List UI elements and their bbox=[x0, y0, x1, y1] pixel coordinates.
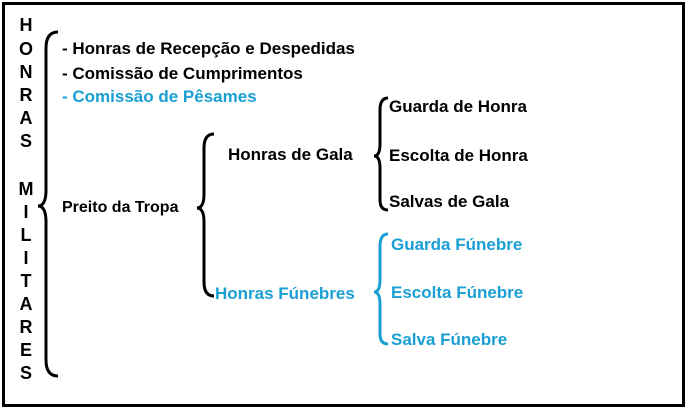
title-letter: A bbox=[19, 294, 33, 314]
title-letter: E bbox=[19, 340, 32, 360]
item-comissao-cumprimentos: - Comissão de Cumprimentos bbox=[62, 64, 303, 83]
item-honras-recepcao: - Honras de Recepção e Despedidas bbox=[62, 39, 355, 58]
preito-da-tropa-label: Preito da Tropa bbox=[62, 199, 179, 216]
title-letter: T bbox=[20, 271, 32, 291]
title-letter: S bbox=[19, 363, 32, 383]
guarda-de-honra-label: Guarda de Honra bbox=[389, 97, 527, 116]
main-brace bbox=[37, 30, 59, 378]
title-letter: A bbox=[19, 108, 33, 128]
title-letter: R bbox=[19, 317, 33, 337]
funebres-brace bbox=[373, 232, 389, 346]
title-letter: H bbox=[19, 15, 33, 35]
guarda-funebre-label: Guarda Fúnebre bbox=[391, 235, 523, 254]
honras-funebres-label: Honras Fúnebres bbox=[215, 284, 355, 303]
title-letter: L bbox=[20, 225, 32, 245]
title-letter: O bbox=[18, 39, 33, 59]
gala-brace bbox=[373, 96, 389, 212]
title-letter: M bbox=[18, 179, 34, 199]
salvas-de-gala-label: Salvas de Gala bbox=[389, 192, 510, 211]
escolta-funebre-label: Escolta Fúnebre bbox=[391, 283, 524, 302]
title-letter: R bbox=[19, 85, 33, 105]
honras-de-gala-label: Honras de Gala bbox=[228, 145, 353, 164]
preito-brace bbox=[196, 132, 215, 298]
item-comissao-pesames: - Comissão de Pêsames bbox=[62, 87, 257, 106]
title-letter: I bbox=[23, 202, 29, 222]
title-letter: I bbox=[23, 248, 29, 268]
salva-funebre-label: Salva Fúnebre bbox=[391, 330, 508, 349]
title-letter: S bbox=[19, 131, 32, 151]
escolta-de-honra-label: Escolta de Honra bbox=[389, 146, 528, 165]
title-letter: N bbox=[19, 62, 33, 82]
